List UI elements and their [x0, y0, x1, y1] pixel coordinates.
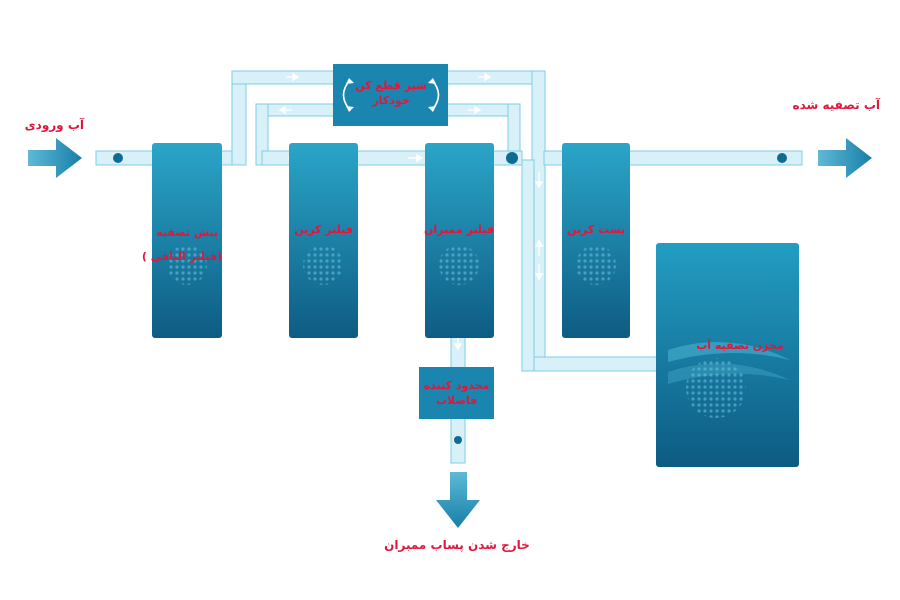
pipe-outer-top-right	[443, 70, 545, 85]
pre-filter-subtitle: (فیلتر الیافی )	[141, 250, 222, 263]
auto-shutoff-valve	[333, 64, 448, 126]
carbon-filter-vessel	[289, 143, 358, 338]
outlet-arrow-icon	[818, 138, 872, 178]
pipe-outlet	[627, 150, 803, 166]
flow-restrictor-box	[419, 367, 494, 419]
membrane-filter-vessel	[425, 143, 494, 338]
drain-arrow-icon	[436, 472, 480, 528]
post-carbon-vessel	[562, 143, 630, 338]
pipe-inlet	[95, 150, 157, 166]
water-in-label: آب ورودی	[24, 118, 84, 132]
pipe-outer-up	[231, 70, 247, 166]
pre-filter-label: پیش تصفیه (فیلتر الیافی )	[141, 225, 222, 265]
pipe-outer-top-left	[231, 70, 337, 85]
flow-restrictor-line2: فاضلاب	[435, 394, 478, 407]
valve-label-line2: خودکار	[372, 94, 410, 107]
flow-restrictor-label: محدود کننده فاضلاب	[419, 378, 494, 408]
water-out-label: آب تصفیه شده	[792, 98, 881, 112]
pipe-to-post	[543, 150, 565, 166]
post-carbon-label: پست کربن	[566, 223, 626, 236]
tank-label: مخزن تصفیه آب	[696, 339, 784, 352]
pipe-joints	[113, 152, 787, 444]
flow-restrictor-line1: محدود کننده	[423, 379, 490, 392]
pipe-tank-feed	[531, 356, 663, 372]
pipe-tank-left	[521, 159, 535, 372]
storage-tank	[656, 243, 799, 467]
membrane-filter-label: فیلتر ممبران	[423, 223, 494, 236]
pre-filter-title: پیش تصفیه	[155, 226, 219, 239]
carbon-filter-label: فیلتر کربن	[294, 223, 353, 236]
inlet-arrow-icon	[28, 138, 82, 178]
valve-label: شیر قطع کن خودکار	[353, 78, 429, 108]
pre-filter-vessel	[152, 143, 222, 338]
valve-label-line1: شیر قطع کن	[355, 79, 427, 92]
drain-label: خارج شدن پساب ممبران	[384, 538, 530, 552]
